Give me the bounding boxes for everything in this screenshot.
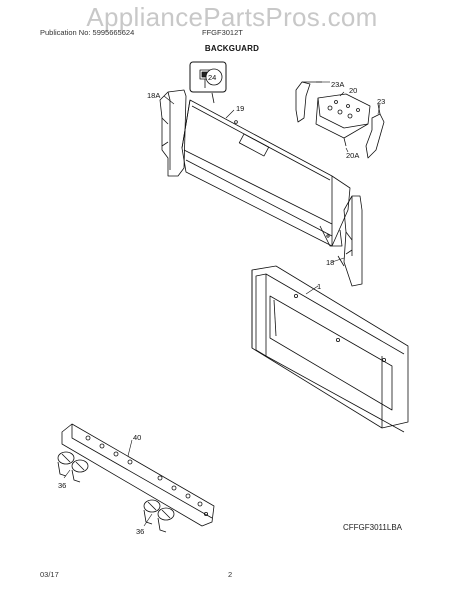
- part-36-knobs-right: [143, 499, 175, 533]
- label-36-right: 36: [136, 527, 144, 536]
- label-24: 24: [208, 73, 216, 82]
- part-36-knobs-left: [57, 451, 89, 483]
- part-23-bracket: [365, 103, 385, 159]
- part-40-manifold-panel: [61, 423, 215, 527]
- part-24-switch: [189, 61, 227, 104]
- part-19-backguard-panel: [181, 99, 351, 247]
- label-20a: 20A: [346, 151, 359, 160]
- part-18-right-endcap: [337, 195, 363, 287]
- part-20-control-board: [315, 93, 371, 147]
- section-title: BACKGUARD: [204, 44, 260, 53]
- watermark: AppliancePartsPros.com: [86, 2, 378, 32]
- label-23a: 23A: [331, 80, 344, 89]
- label-18a: 18A: [147, 91, 160, 100]
- leader-lines: [63, 81, 381, 527]
- label-40: 40: [133, 433, 141, 442]
- label-19: 19: [236, 104, 244, 113]
- label-20: 20: [349, 86, 357, 95]
- label-36-left: 36: [58, 481, 66, 490]
- label-23: 23: [377, 97, 385, 106]
- part-18a-left-endcap: [159, 89, 187, 177]
- publication-number: Publication No: 5995665624: [40, 28, 135, 37]
- label-1: 1: [317, 282, 321, 291]
- label-18: 18: [326, 258, 334, 267]
- page-number: 2: [228, 570, 233, 579]
- footer-date: 03/17: [40, 570, 59, 579]
- part-1-rear-panel: [251, 265, 409, 433]
- model-number: FFGF3012T: [202, 28, 243, 37]
- diagram-code: CFFGF3011LBA: [343, 523, 402, 532]
